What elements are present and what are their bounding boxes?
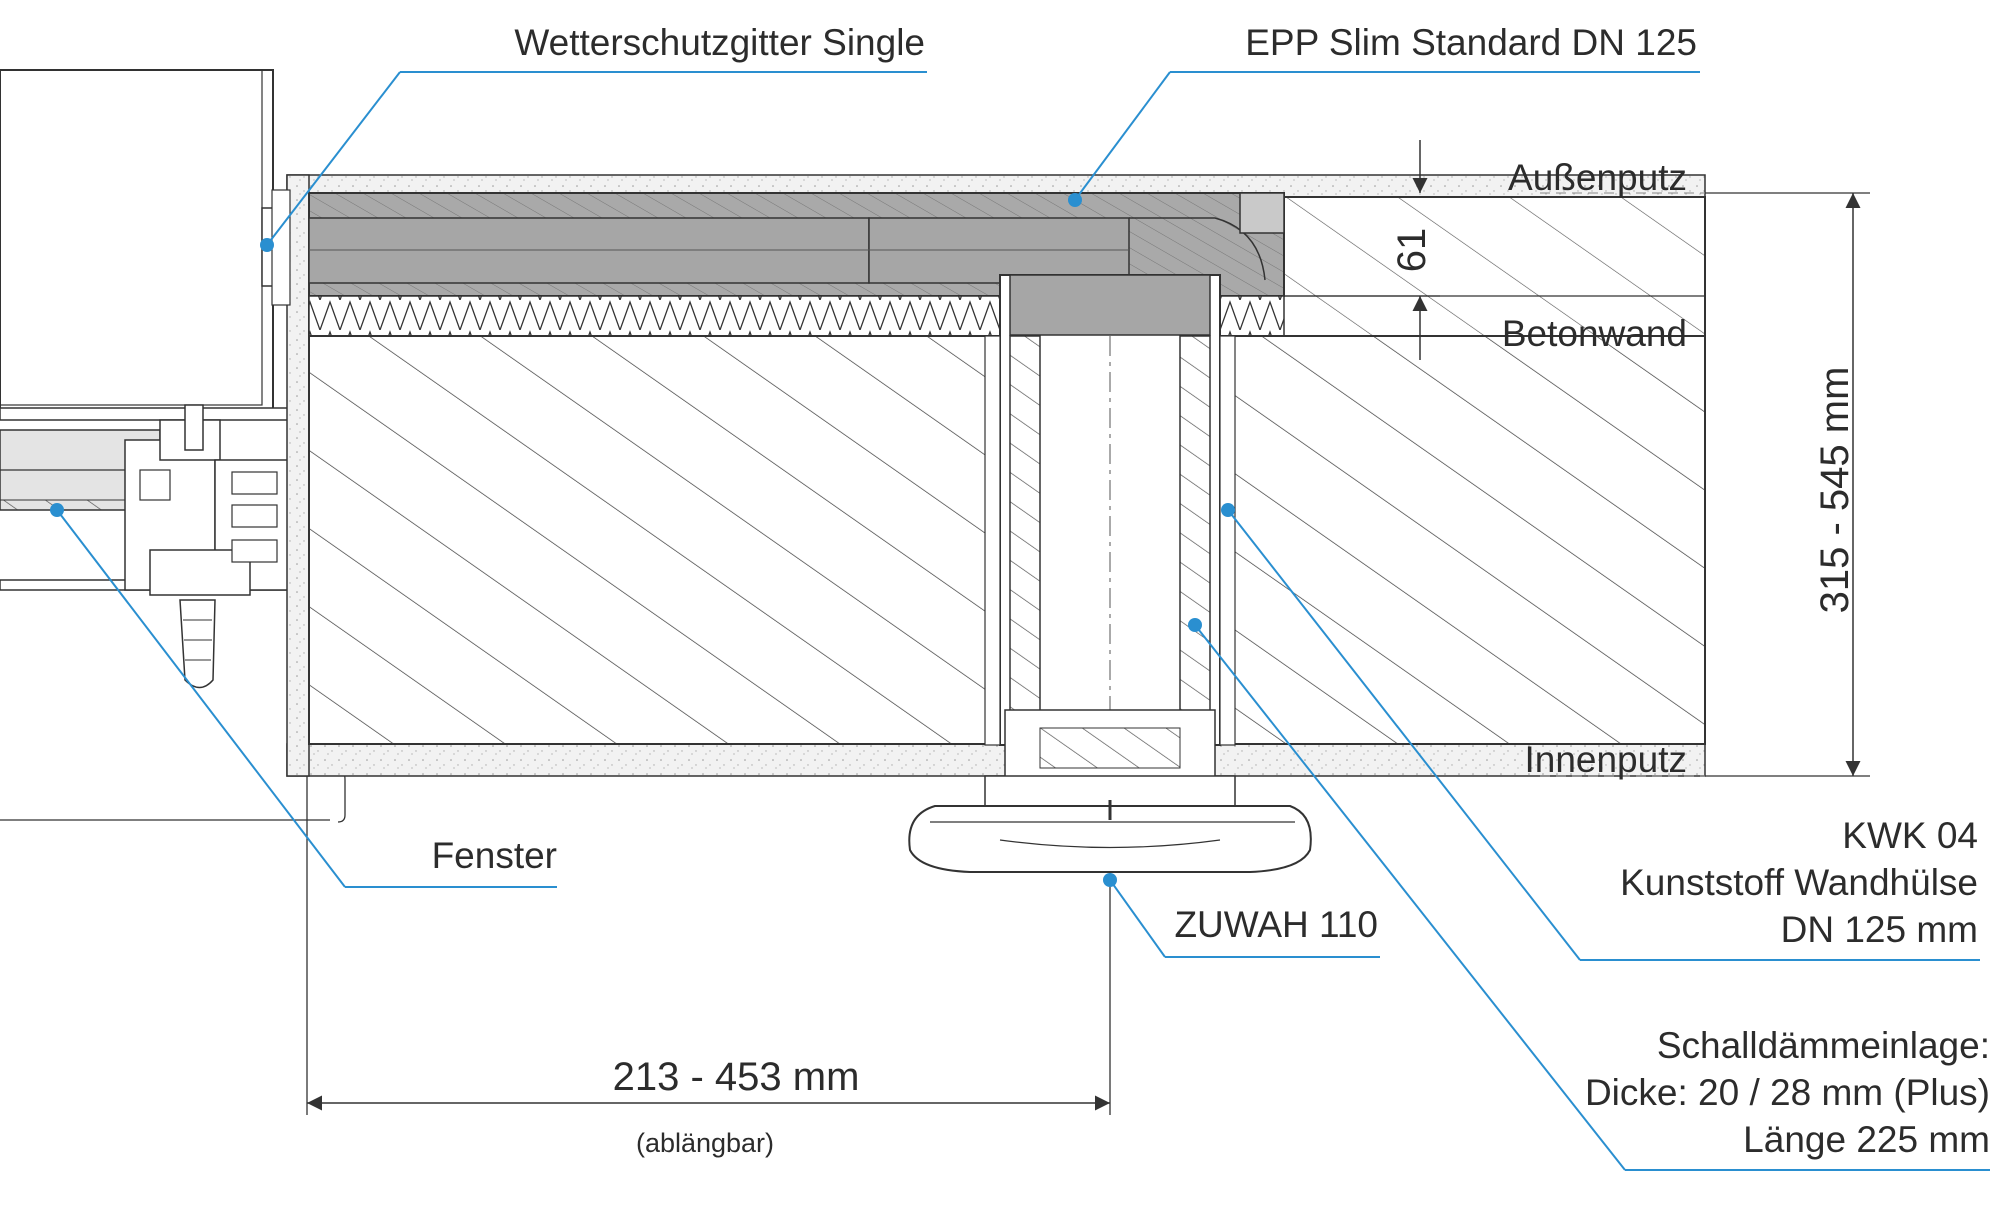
dimension-duct-depth-text: 61: [1390, 228, 1434, 273]
label-sound-line2: Dicke: 20 / 28 mm (Plus): [1585, 1072, 1990, 1113]
wall-sleeve: [984, 274, 1236, 781]
label-zuwah: ZUWAH 110: [1174, 904, 1378, 945]
dimension-lines: [306, 140, 1870, 1115]
leader-lines: [50, 71, 1990, 1171]
label-outer-plaster: Außenputz: [1508, 157, 1687, 198]
inner-plaster-layer: [286, 743, 1706, 777]
window-profile: [124, 404, 296, 689]
dimension-length-text: 213 - 453 mm: [613, 1055, 860, 1099]
label-concrete-wall: Betonwand: [1502, 313, 1687, 354]
label-kwk-line3: DN 125 mm: [1781, 909, 1978, 950]
label-kwk-line2: Kunststoff Wandhülse: [1620, 862, 1978, 903]
label-kwk-line1: KWK 04: [1842, 815, 1978, 856]
label-sound-line3: Länge 225 mm: [1743, 1119, 1990, 1160]
label-sound-line1: Schalldämmeinlage:: [1657, 1025, 1990, 1066]
dimension-wall-thickness-text: 315 - 545 mm: [1813, 367, 1857, 614]
window-frame: [0, 69, 346, 823]
label-weather-grille: Wetterschutzgitter Single: [514, 22, 925, 63]
label-sound-insert: Schalldämmeinlage: Dicke: 20 / 28 mm (Pl…: [1585, 1025, 1990, 1160]
label-inner-plaster: Innenputz: [1524, 739, 1687, 780]
label-window: Fenster: [432, 835, 557, 876]
dimension-length-note: (ablängbar): [636, 1128, 774, 1158]
interior-valve: [908, 775, 1312, 873]
label-kwk-04: KWK 04 Kunststoff Wandhülse DN 125 mm: [1620, 815, 1978, 950]
weather-grille: [261, 189, 291, 306]
label-epp-duct: EPP Slim Standard DN 125: [1245, 22, 1697, 63]
